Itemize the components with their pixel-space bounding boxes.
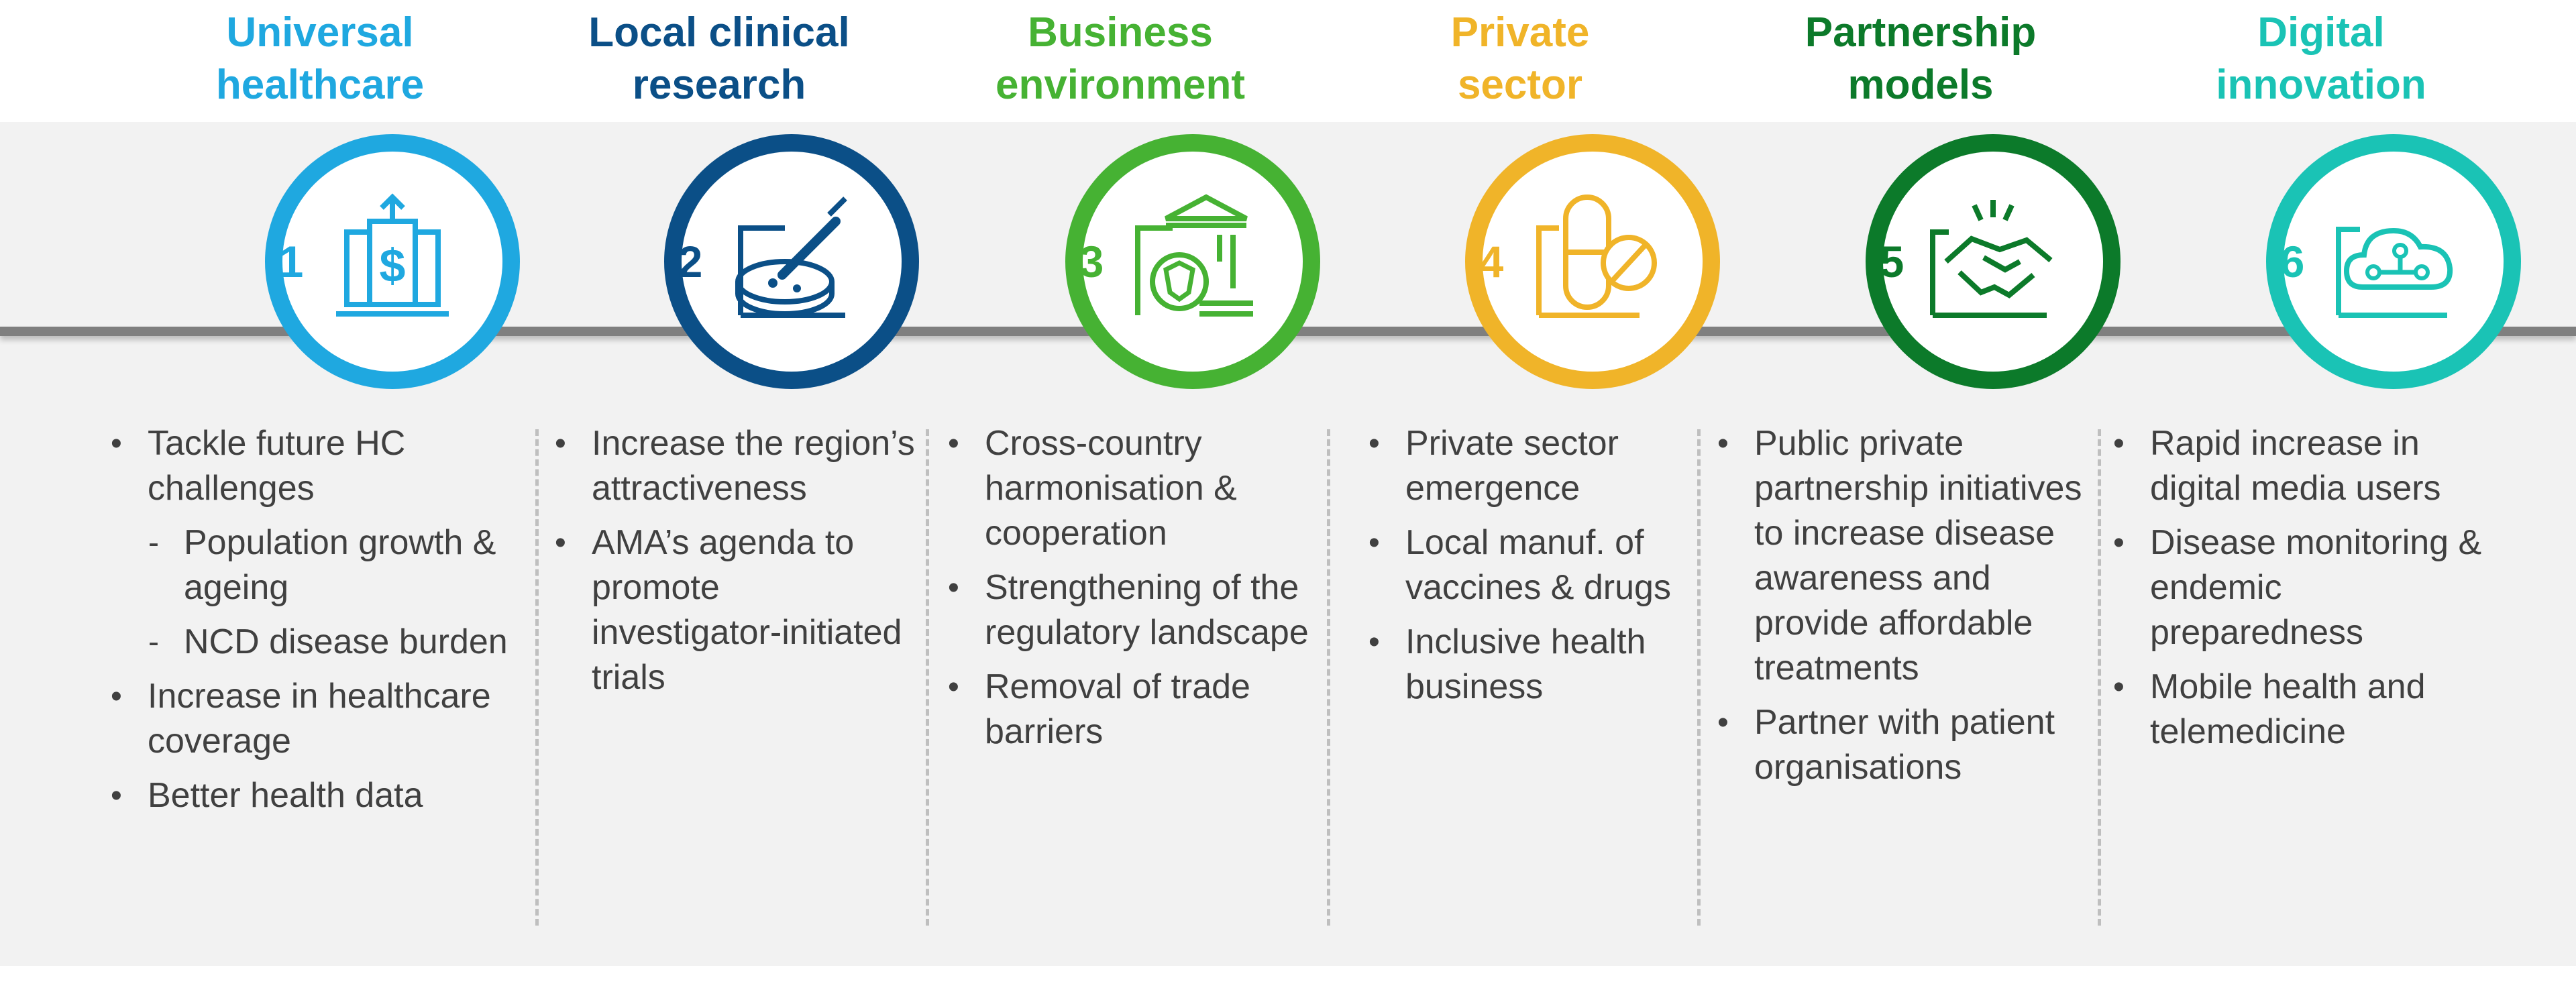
pillar-icon-holder (682, 152, 902, 372)
bullet-item: Increase the region’s attractiveness (555, 421, 917, 511)
pillar-title-line: sector (1457, 62, 1583, 108)
bullet-item: AMA’s agenda to promote investigator-ini… (555, 520, 917, 700)
petri-dish-dropper-icon (735, 197, 847, 318)
pillar-ring (1465, 134, 1720, 389)
handshake-icon (1930, 200, 2053, 318)
pillar-icon-holder: $ (282, 152, 502, 372)
pillar-bullets: Public private partnership initiatives t… (1717, 421, 2096, 799)
pillar-title-line: healthcare (215, 62, 425, 108)
sub-bullet-item: NCD disease burden (147, 620, 540, 665)
pillar-ring: $ (265, 134, 520, 389)
capsule-pill-icon (1536, 195, 1657, 318)
bullet-item: Strengthening of the regulatory landscap… (948, 565, 1324, 655)
pillar-title-line: Business (1028, 9, 1213, 56)
pillar-title-line: Partnership (1805, 9, 2037, 56)
pillar-number: 1 (278, 237, 304, 286)
pillar-icon-holder (1483, 152, 1703, 372)
pillar-title-line: innovation (2216, 62, 2426, 108)
bullet-item: Disease monitoring & endemic preparednes… (2113, 520, 2489, 655)
column-divider (1697, 429, 1701, 926)
bullet-item: Better health data (111, 773, 540, 818)
bullet-item: Public private partnership initiatives t… (1717, 421, 2096, 691)
pillar-2: Local clinical research 2 (518, 0, 920, 966)
sub-bullet-item: Population growth & ageing (147, 520, 540, 610)
bullet-item: Rapid increase in digital media users (2113, 421, 2489, 511)
pillar-bullets: Cross-country harmonisation & cooperatio… (948, 421, 1324, 764)
bullet-item: Inclusive health business (1368, 620, 1690, 710)
bullet-item: Local manuf. of vaccines & drugs (1368, 520, 1690, 610)
pillar-title-line: models (1847, 62, 1994, 108)
pillar-ring (664, 134, 919, 389)
bullet-item: Partner with patient organisations (1717, 700, 2096, 790)
pillar-icon-holder (1083, 152, 1303, 372)
government-building-seal-icon (1135, 194, 1253, 317)
bullet-item: Tackle future HC challenges (111, 421, 540, 511)
bullet-item: Private sector emergence (1368, 421, 1690, 511)
cloud-circuit-icon (2336, 227, 2453, 318)
pillar-title: Local clinical research (518, 7, 920, 111)
pillar-5: Partnership models 5 (1719, 0, 2122, 966)
pillar-title-line: Private (1450, 9, 1590, 56)
pillar-number: 4 (1479, 237, 1504, 286)
pillar-6: Digital innovation 6 (2120, 0, 2522, 966)
pillar-icon-holder (1883, 152, 2103, 372)
column-divider (926, 429, 929, 926)
bullet-item: Cross-country harmonisation & cooperatio… (948, 421, 1324, 556)
pillar-title: Partnership models (1719, 7, 2122, 111)
column-divider (2098, 429, 2101, 926)
bullet-item: Mobile health and telemedicine (2113, 665, 2489, 755)
pillar-title-line: research (632, 62, 806, 108)
pillar-title: Universal healthcare (119, 7, 521, 111)
pillar-number: 3 (1079, 237, 1104, 286)
pillar-bullets: Tackle future HC challengesPopulation gr… (111, 421, 540, 828)
pillar-ring (1866, 134, 2121, 389)
pillar-number: 5 (1879, 237, 1904, 286)
pillar-title-line: Universal (226, 9, 414, 56)
pillar-bullets: Rapid increase in digital media usersDis… (2113, 421, 2489, 764)
pillar-ring (2266, 134, 2521, 389)
pillar-number: 6 (2279, 237, 2305, 286)
pillar-title: Private sector (1319, 7, 1721, 111)
pillar-title-line: Local clinical (588, 9, 850, 56)
column-divider (1327, 429, 1330, 926)
bullet-item: Increase in healthcare coverage (111, 674, 540, 764)
pillar-bullets: Increase the region’s attractivenessAMA’… (555, 421, 917, 710)
pillar-bullets: Private sector emergenceLocal manuf. of … (1368, 421, 1690, 719)
column-divider (535, 429, 539, 926)
pillar-4: Private sector 4 (1319, 0, 1721, 966)
pillar-title: Business environment (919, 7, 1322, 111)
pillar-number: 2 (678, 237, 703, 286)
pillar-1: Universal healthcare $1 (119, 0, 521, 966)
pillar-ring (1065, 134, 1320, 389)
pillar-3: Business environment 3 (919, 0, 1322, 966)
pillar-title: Digital innovation (2120, 7, 2522, 111)
building-dollar-icon: $ (336, 193, 449, 317)
pillar-title-line: environment (995, 62, 1246, 108)
bullet-item: Removal of trade barriers (948, 665, 1324, 755)
svg-text:$: $ (380, 239, 406, 292)
pillar-icon-holder (2284, 152, 2504, 372)
pillar-title-line: Digital (2257, 9, 2385, 56)
